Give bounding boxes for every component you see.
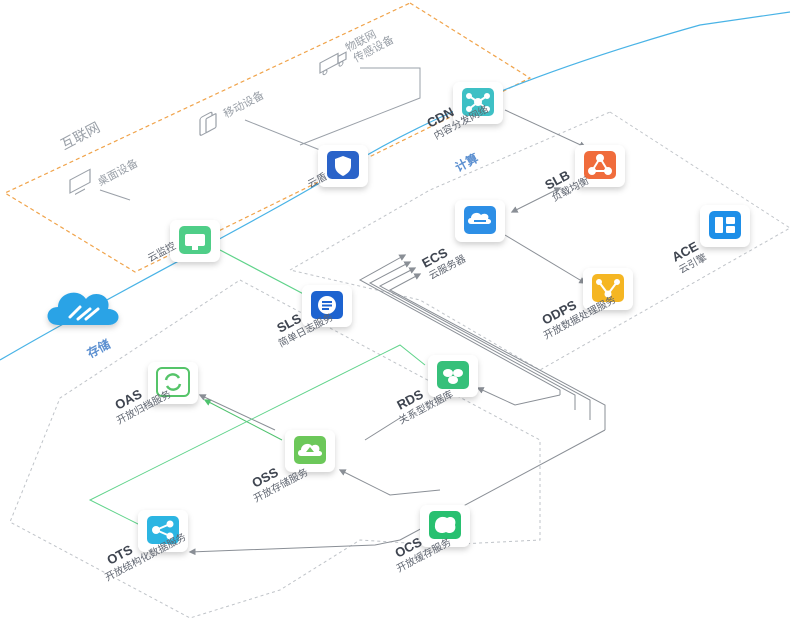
line-cdn-slb xyxy=(504,109,587,148)
share-icon xyxy=(588,154,612,175)
monitor-node[interactable] xyxy=(170,220,220,262)
desktop-icon xyxy=(69,168,91,195)
line-desktop-monitor xyxy=(99,189,131,201)
cache-icon xyxy=(434,516,456,534)
archive-cycle-icon xyxy=(164,373,182,391)
log-icon xyxy=(318,296,336,314)
storage-zone-border xyxy=(9,279,541,619)
line-ecs-odps xyxy=(504,234,587,284)
oss-node[interactable] xyxy=(285,430,335,472)
sls-node[interactable] xyxy=(302,285,352,327)
odps-node[interactable] xyxy=(583,268,633,310)
svg-text:ECS 云服务器: ECS 云服务器 xyxy=(419,238,468,282)
ots-node[interactable] xyxy=(138,510,188,552)
connection-lines xyxy=(0,11,791,556)
internet-zone-border xyxy=(3,2,532,273)
slb-node[interactable] xyxy=(575,145,625,187)
storage-zone-label: 存储 xyxy=(83,336,112,361)
internet-zone-label: 互联网 xyxy=(58,119,103,153)
mobile-icon xyxy=(199,111,217,136)
oas-node[interactable] xyxy=(148,362,198,404)
cdn-node[interactable] xyxy=(453,82,503,124)
mobile-label: 移动设备 xyxy=(221,88,266,121)
monitor-sub: 云监控 xyxy=(145,239,178,265)
data-flow-icon xyxy=(596,279,620,298)
rds-node[interactable] xyxy=(428,355,478,397)
device-iot: 物联网 传感设备 xyxy=(319,21,396,76)
truck-icon xyxy=(319,51,347,76)
cloud-upload-icon xyxy=(298,443,322,456)
database-icon xyxy=(443,369,463,384)
line-slb-ecs xyxy=(510,187,562,213)
cloud-icon xyxy=(47,292,119,325)
device-mobile: 移动设备 xyxy=(199,88,266,136)
ecs-node[interactable] xyxy=(455,200,505,242)
line-iot-cdn xyxy=(299,67,421,146)
ocs-node[interactable] xyxy=(420,505,470,547)
svg-text:物联网 传感设备: 物联网 传感设备 xyxy=(343,21,396,66)
engine-grid-icon xyxy=(715,217,735,233)
line-oss-oas xyxy=(203,399,283,441)
monitor-icon xyxy=(185,234,205,250)
network-icon xyxy=(466,93,490,112)
compute-zone-label: 计算 xyxy=(452,150,480,175)
desktop-label: 桌面设备 xyxy=(95,156,140,189)
line-rds-ots xyxy=(88,344,426,526)
line-mobile-shield xyxy=(244,119,321,151)
line-monitor-sls xyxy=(219,249,316,301)
server-cloud-icon xyxy=(468,212,491,224)
backbone-line xyxy=(0,11,791,361)
line-rds-oss xyxy=(364,417,401,441)
shield-icon xyxy=(335,156,351,176)
shield-node[interactable] xyxy=(318,145,368,187)
ace-node[interactable] xyxy=(700,205,750,247)
structure-icon xyxy=(152,520,174,540)
device-desktop: 桌面设备 xyxy=(69,156,140,195)
line-oss-ocs xyxy=(338,469,441,496)
